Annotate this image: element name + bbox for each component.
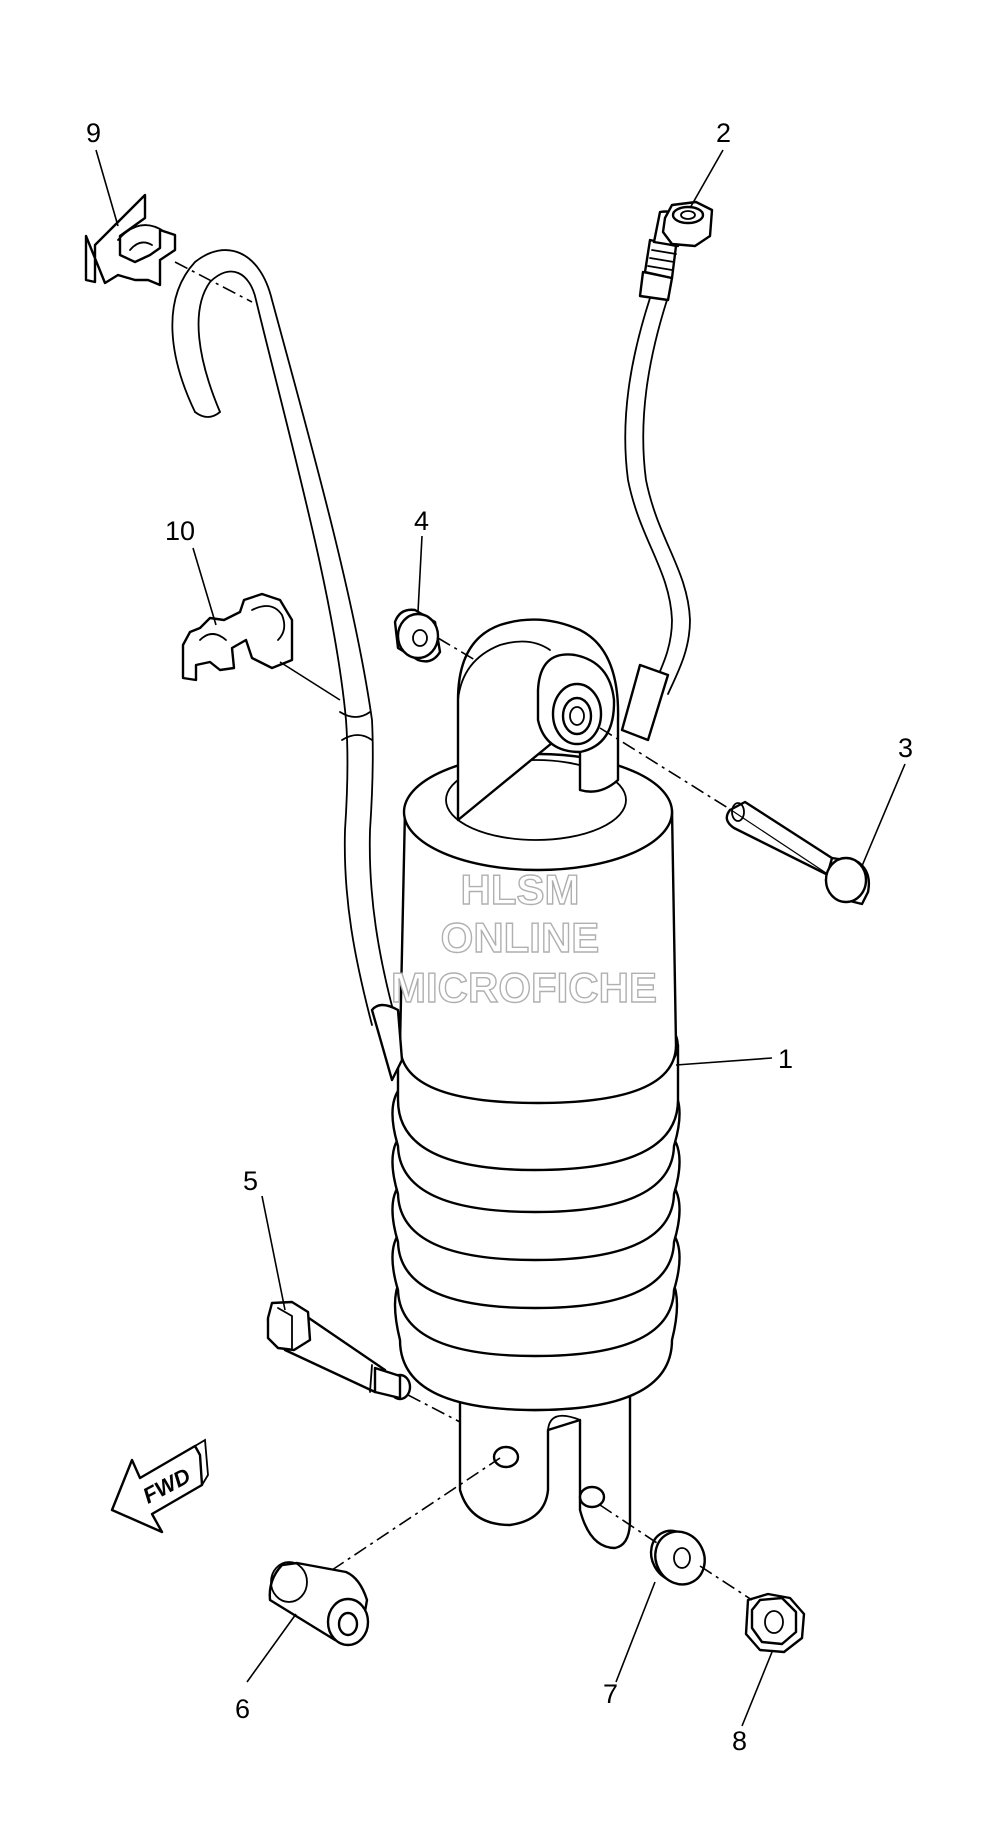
- leader-lines: [95, 149, 906, 1727]
- watermark-line-1: HLSM: [461, 866, 580, 913]
- callout-6: 6: [235, 1694, 250, 1724]
- callout-4: 4: [414, 506, 429, 536]
- watermark-line-2: ONLINE: [441, 914, 600, 961]
- breather-hose: [171, 249, 394, 1026]
- hose-clip-10: [181, 592, 294, 682]
- watermark: HLSM ONLINE MICROFICHE: [390, 865, 657, 1011]
- callout-8: 8: [732, 1726, 747, 1756]
- nut-2: [661, 200, 714, 248]
- fwd-direction-arrow: FWD: [110, 1438, 209, 1534]
- callout-1: 1: [778, 1044, 793, 1074]
- watermark-line-3: MICROFICHE: [391, 964, 657, 1011]
- shock-absorber-assembly: [370, 618, 681, 1550]
- callout-7: 7: [603, 1679, 618, 1709]
- nut-8: [744, 1592, 806, 1654]
- hose-clip-9: [84, 193, 177, 287]
- collar-4: [393, 608, 442, 663]
- callout-5: 5: [243, 1166, 258, 1196]
- callout-9: 9: [86, 118, 101, 148]
- adjuster-hose: [620, 210, 691, 742]
- washer-7: [649, 1529, 706, 1586]
- callout-labels: 1 2 3 4 5 6 7 8 9 10: [86, 118, 913, 1756]
- alignment-lines: [174, 261, 753, 1601]
- collar-6: [268, 1561, 370, 1647]
- callout-3: 3: [898, 733, 913, 763]
- callout-10: 10: [165, 516, 195, 546]
- bolt-3: [725, 800, 871, 906]
- bolt-5: [266, 1300, 412, 1401]
- callout-2: 2: [716, 118, 731, 148]
